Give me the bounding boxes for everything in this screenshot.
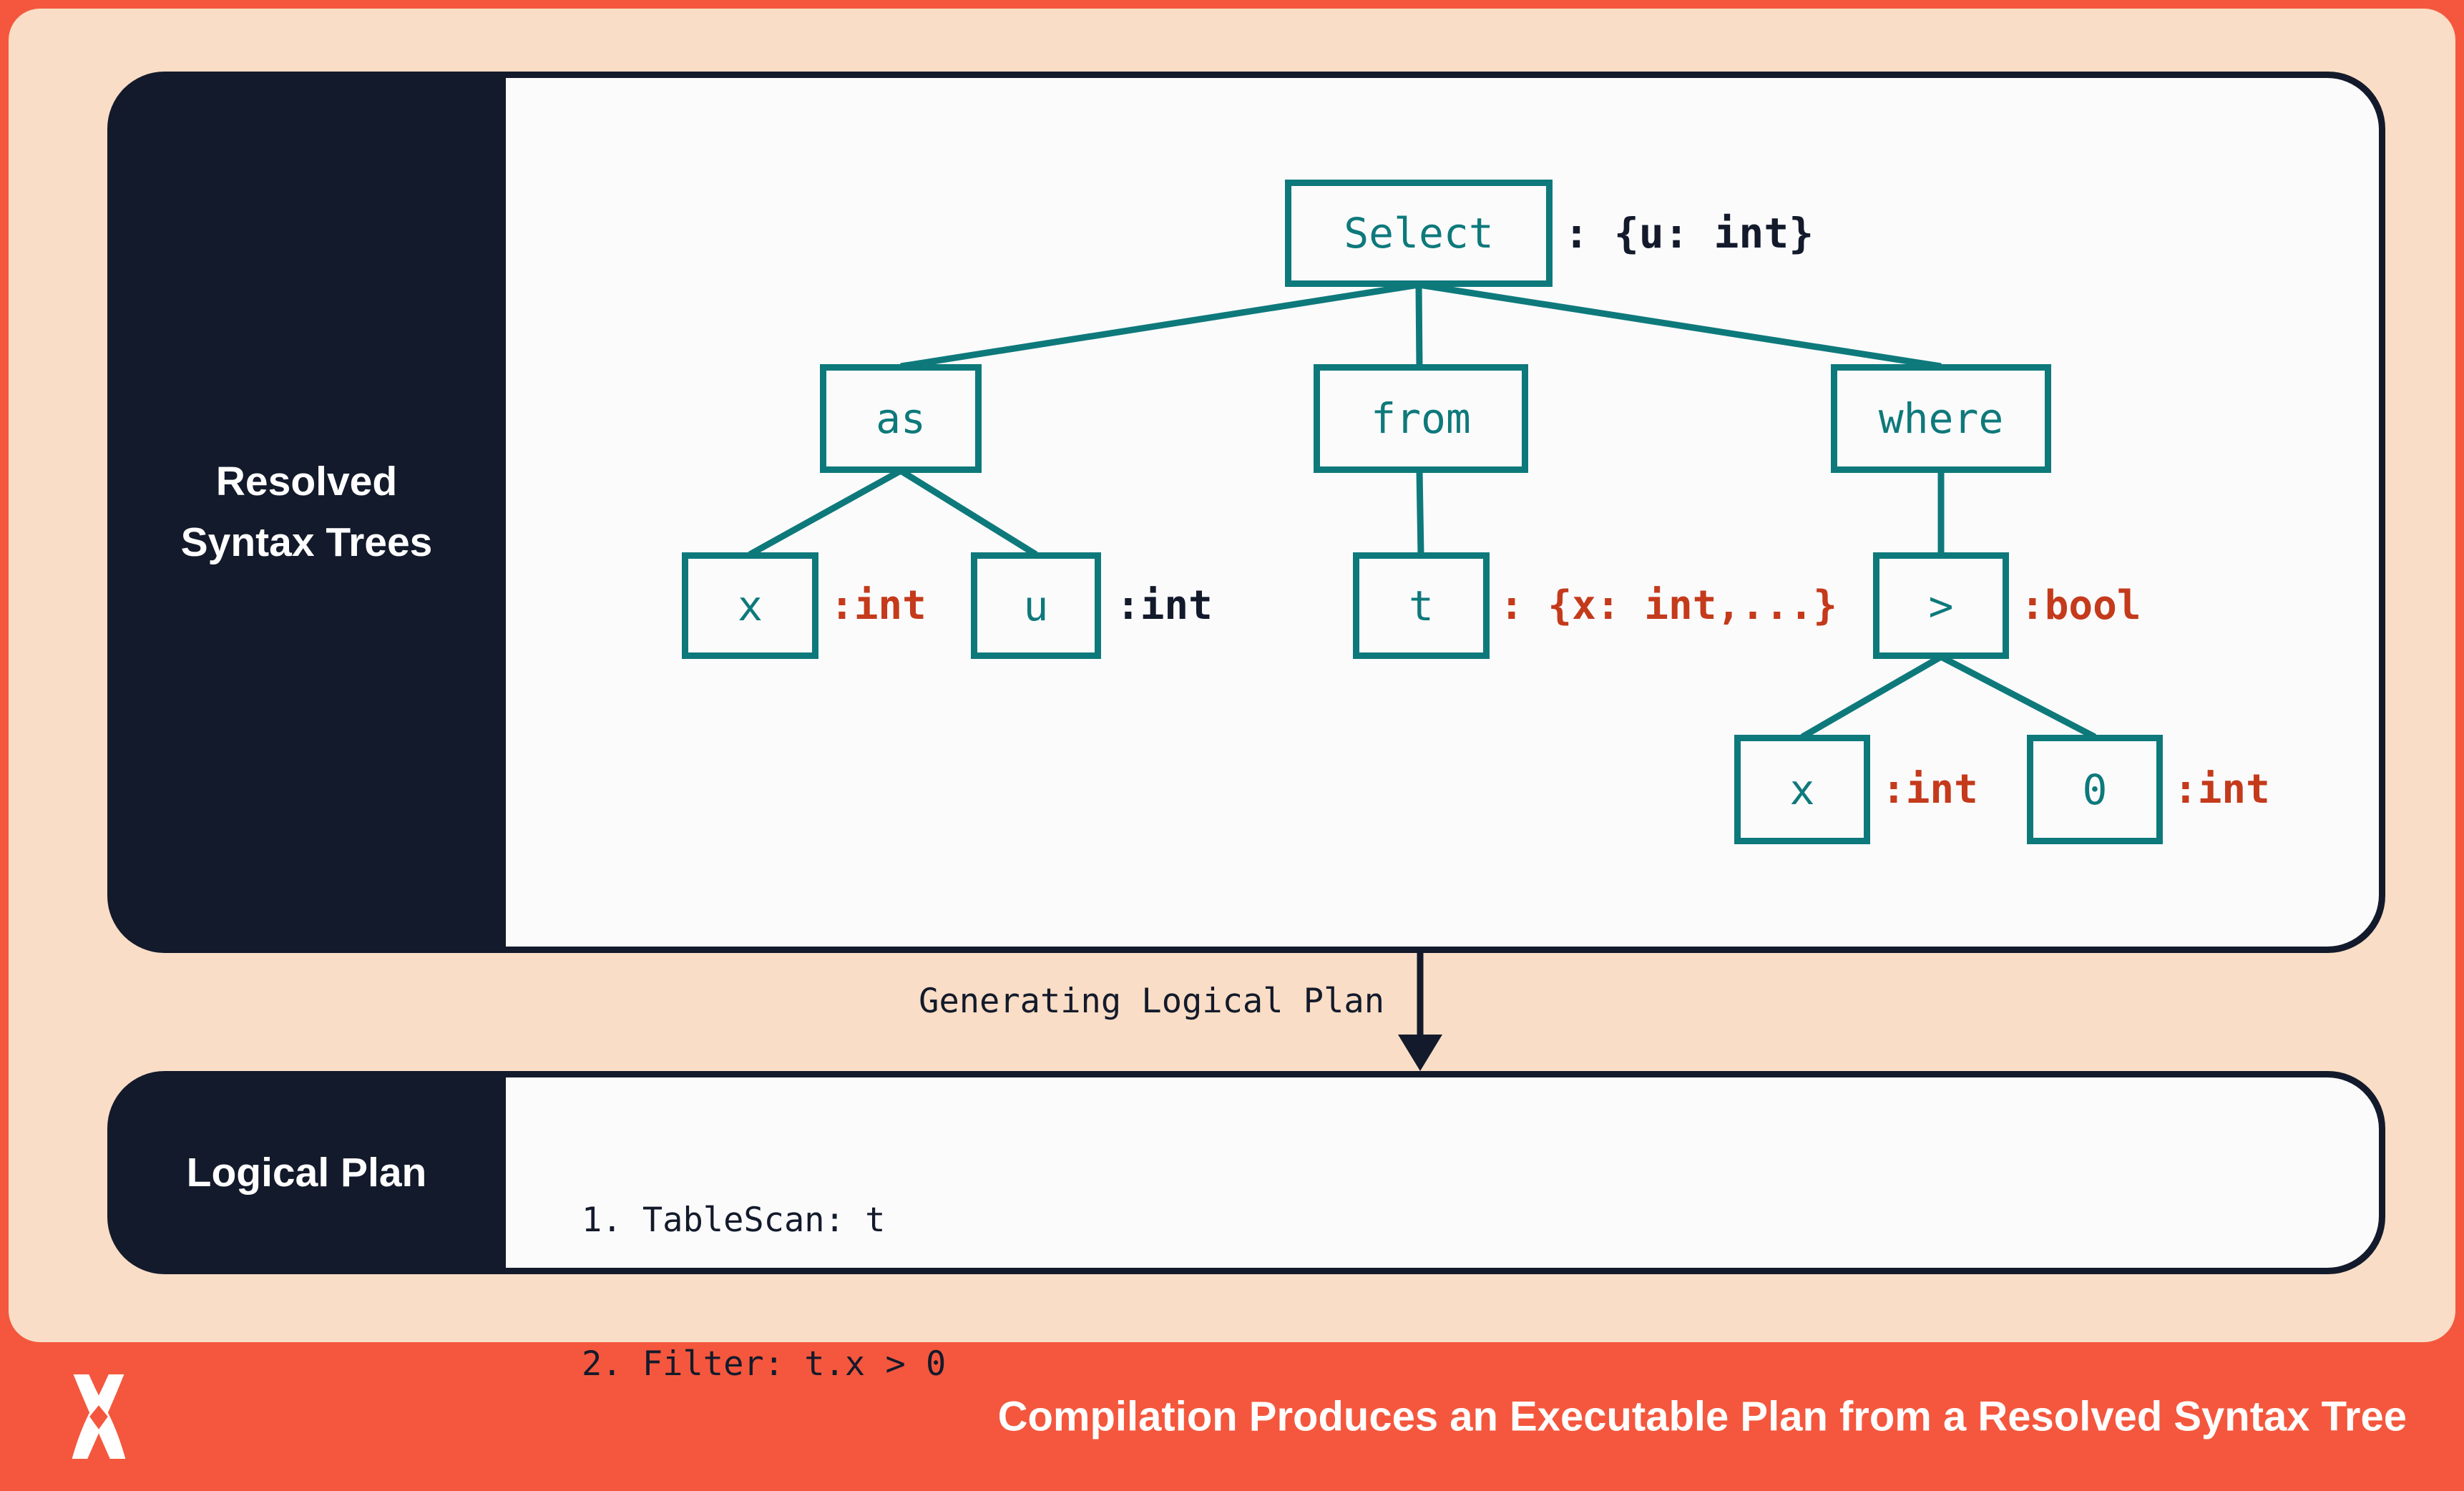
- node-x-alias-label: x: [738, 581, 763, 630]
- logical-plan-panel: Logical Plan: [107, 1071, 2385, 1274]
- logical-plan-canvas: [506, 1077, 2379, 1268]
- node-zero: 0: [2027, 735, 2163, 844]
- type-annotation-t: : {x: int,...}: [1500, 552, 1837, 659]
- node-greater-than: >: [1873, 552, 2009, 659]
- sidebar-title-line1: Resolved: [215, 459, 398, 504]
- logical-plan-steps: 1. TableScan: t 2. Filter: t.x > 0 3. Pr…: [582, 1100, 1047, 1491]
- sidebar-title-line2: Syntax Trees: [180, 519, 433, 565]
- node-t: t: [1353, 552, 1490, 659]
- plan-step-1: 1. TableScan: t: [582, 1201, 886, 1240]
- footer-bar: Compilation Produces an Executable Plan …: [0, 1342, 2464, 1491]
- type-annotation-select-text: : {u: int}: [1564, 209, 1814, 258]
- node-zero-label: 0: [2082, 765, 2108, 814]
- generating-logical-plan-text: Generating Logical Plan: [919, 982, 1384, 1021]
- logical-plan-title-text: Logical Plan: [186, 1149, 427, 1196]
- node-greater-than-label: >: [1928, 581, 1954, 630]
- type-annotation-x-alias: :int: [830, 552, 927, 659]
- generating-logical-plan-label: Generating Logical Plan: [787, 982, 1384, 1021]
- footer-title: Compilation Produces an Executable Plan …: [998, 1393, 2407, 1441]
- node-from-label: from: [1371, 394, 1471, 443]
- plan-step-3: 3. Projection: t.x as u: [582, 1484, 1047, 1491]
- node-where-label: where: [1878, 394, 2004, 443]
- node-u-label: u: [1023, 581, 1049, 630]
- node-x-operand-label: x: [1789, 765, 1815, 814]
- node-from: from: [1314, 364, 1528, 473]
- node-u: u: [971, 552, 1101, 659]
- type-annotation-greater-than-text: :bool: [2020, 582, 2141, 629]
- node-t-label: t: [1409, 581, 1434, 630]
- x-mark-logo-icon: [72, 1374, 126, 1459]
- node-x-operand: x: [1734, 735, 1870, 844]
- type-annotation-greater-than: :bool: [2020, 552, 2141, 659]
- logical-plan-title: Logical Plan: [107, 1071, 506, 1274]
- type-annotation-x-operand-text: :int: [1882, 766, 1978, 813]
- footer-title-text: Compilation Produces an Executable Plan …: [997, 1393, 2407, 1440]
- type-annotation-x-operand: :int: [1882, 735, 1978, 844]
- type-annotation-u: :int: [1116, 552, 1213, 659]
- resolved-syntax-trees-title: Resolved Syntax Trees: [107, 72, 506, 953]
- type-annotation-u-text: :int: [1116, 582, 1213, 629]
- type-annotation-zero-text: :int: [2174, 766, 2270, 813]
- node-where: where: [1831, 364, 2051, 473]
- type-annotation-zero: :int: [2174, 735, 2270, 844]
- type-annotation-select: : {u: int}: [1564, 180, 1814, 287]
- node-x-alias: x: [682, 552, 818, 659]
- node-select: Select: [1285, 180, 1553, 287]
- node-as-label: as: [876, 394, 926, 443]
- node-as: as: [820, 364, 982, 473]
- type-annotation-x-alias-text: :int: [830, 582, 927, 629]
- node-select-label: Select: [1344, 209, 1494, 258]
- type-annotation-t-text: : {x: int,...}: [1500, 582, 1838, 629]
- plan-step-2: 2. Filter: t.x > 0: [582, 1344, 947, 1384]
